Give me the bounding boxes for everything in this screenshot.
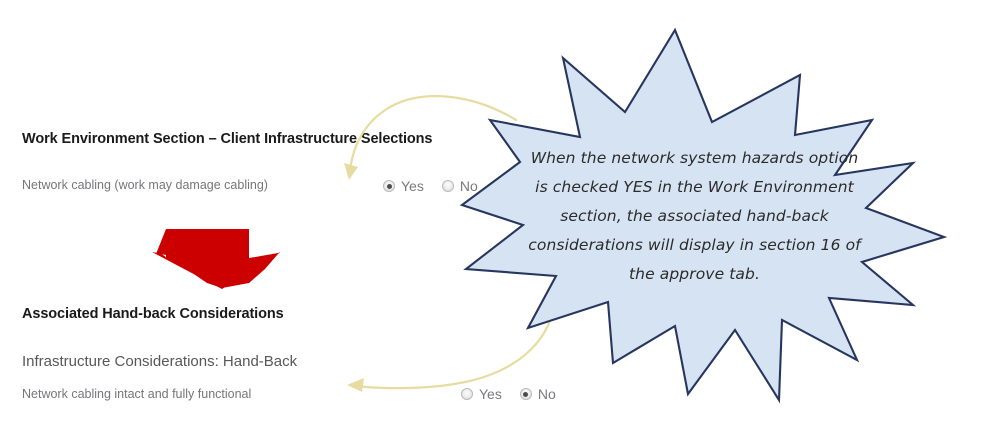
radio-option-yes-hand-back[interactable]: Yes [461,386,502,402]
network-cabling-intact-label: Network cabling intact and fully functio… [22,387,252,401]
radio-label-no: No [459,178,478,194]
radio-option-no-work-env[interactable]: No [441,178,478,194]
red-down-arrow-icon [156,229,278,288]
hand-back-heading: Associated Hand-back Considerations [22,306,284,322]
infrastructure-considerations-subheading: Infrastructure Considerations: Hand-Back [22,353,298,370]
radio-label-yes: Yes [401,178,424,194]
work-environment-heading: Work Environment Section – Client Infras… [22,131,433,147]
radio-label-no: No [537,386,556,402]
work-environment-radio-group[interactable]: Yes No [383,178,478,194]
hand-back-radio-group[interactable]: Yes No [461,386,556,402]
radio-option-yes-work-env[interactable]: Yes [383,178,424,194]
radio-option-no-hand-back[interactable]: No [519,386,556,402]
curved-arrow-bottom-head [347,378,364,392]
curved-arrow-bottom [354,298,557,390]
red-down-arrow-shape [152,229,281,289]
radio-dot-no-icon[interactable] [519,388,532,400]
radio-dot-no-icon[interactable] [441,180,454,192]
network-cabling-label: Network cabling (work may damage cabling… [22,178,268,192]
radio-dot-yes-icon[interactable] [383,180,395,192]
curved-arrow-top-head [344,163,358,180]
callout-text: When the network system hazards option i… [528,149,861,283]
radio-label-yes: Yes [479,386,502,402]
radio-dot-yes-icon[interactable] [461,388,473,400]
